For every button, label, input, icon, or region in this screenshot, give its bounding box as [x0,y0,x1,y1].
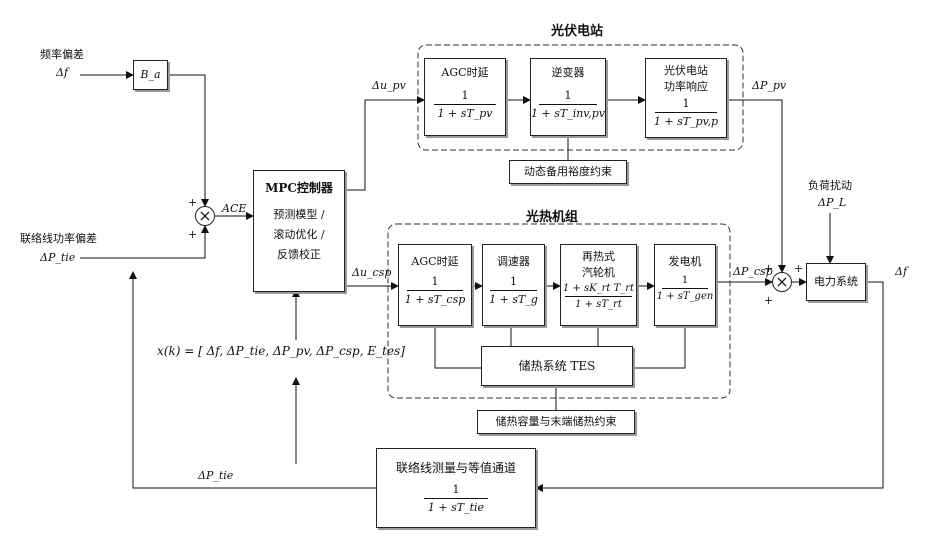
csp-unit-title: 光热机组 [526,206,578,225]
pv-block-response-num: 1 [646,97,726,110]
tie-feedback-label: ΔP_tie [198,470,233,482]
load-symbol: ΔP_L [818,197,846,209]
power-system-block: 电力系统 [806,263,866,301]
csp-block-agc-num: 1 [399,275,471,288]
csp-block-generator-title: 发电机 [655,245,715,269]
pv-block-response-title: 光伏电站 功率响应 [646,59,726,94]
tie-channel-block: 联络线测量与等值通道 1 1 + sT_tie [376,448,536,528]
csp-block-generator-den: 1 + sT_gen [655,291,715,302]
sign-plus-top: + [188,196,197,209]
csp-block-agc-den: 1 + sT_csp [399,293,471,306]
csp-constraint: 储热容量与末端储热约束 [477,410,635,434]
pv-block-inverter: 逆变器 1 1 + sT_inv,pv [530,58,606,136]
mpc-out-csp: Δu_csp [352,267,391,279]
pv-station-title: 光伏电站 [551,20,603,39]
mpc-out-pv: Δu_pv [372,80,406,92]
csp-constraint-label: 储热容量与末端储热约束 [496,415,617,428]
csp-block-turbine-den: 1 + sT_rt [561,299,636,310]
csp-block-turbine-num: 1 + sK_rt T_rt [561,283,636,294]
pv-block-inverter-num: 1 [531,89,605,102]
tie-dev-symbol: ΔP_tie [40,252,75,264]
state-vector: x(k) = [ Δf, ΔP_tie, ΔP_pv, ΔP_csp, E_te… [157,345,405,358]
pv-output: ΔP_pv [752,80,786,92]
csp-block-generator-num: 1 [655,275,715,286]
load-label: 负荷扰动 [808,180,852,192]
sign-plus-csp: + [764,294,773,307]
sign-plus-pv: + [764,262,773,275]
ace-label: ACE [222,203,246,215]
mpc-line3: 反馈校正 [254,242,344,262]
tes-label: 储热系统 TES [519,359,596,373]
pv-block-response: 光伏电站 功率响应 1 1 + sT_pv,p [645,58,727,138]
pv-block-response-den: 1 + sT_pv,p [646,115,726,128]
csp-block-generator: 发电机 1 1 + sT_gen [654,244,716,326]
mpc-line1: 预测模型 / [254,196,344,222]
power-system-output: Δf [895,266,907,278]
sign-plus-bottom: + [188,228,197,241]
power-system-label: 电力系统 [814,275,858,288]
tie-dev-label: 联络线功率偏差 [20,233,97,245]
pv-block-agc-num: 1 [425,89,505,102]
csp-block-governor-den: 1 + sT_g [483,293,544,306]
pv-block-inverter-den: 1 + sT_inv,pv [531,107,605,120]
bias-block-label: B_a [140,68,160,81]
tie-channel-title: 联络线测量与等值通道 [377,449,535,476]
csp-block-governor-title: 调速器 [483,245,544,269]
csp-block-agc: AGC时延 1 1 + sT_csp [398,244,472,326]
summing-junction-ace: × [195,206,215,226]
freq-dev-symbol: Δf [56,67,68,79]
tie-channel-den: 1 + sT_tie [377,501,535,514]
pv-block-agc-title: AGC时延 [425,59,505,80]
pv-constraint: 动态备用裕度约束 [509,160,627,184]
tie-channel-num: 1 [377,483,535,496]
csp-block-agc-title: AGC时延 [399,245,471,269]
bias-block: B_a [133,60,168,90]
freq-dev-label: 频率偏差 [40,49,84,61]
pv-block-agc: AGC时延 1 1 + sT_pv [424,58,506,136]
csp-block-governor-num: 1 [483,275,544,288]
pv-block-agc-den: 1 + sT_pv [425,107,505,120]
pv-block-inverter-title: 逆变器 [531,59,605,80]
mpc-controller: MPC控制器 预测模型 / 滚动优化 / 反馈校正 [253,170,345,292]
csp-block-governor: 调速器 1 1 + sT_g [482,244,545,326]
csp-block-turbine-title: 再热式 汽轮机 [561,245,636,280]
mpc-title: MPC控制器 [254,171,344,196]
mpc-line2: 滚动优化 / [254,222,344,242]
csp-block-turbine: 再热式 汽轮机 1 + sK_rt T_rt 1 + sT_rt [560,244,637,326]
summing-junction-power: × [772,272,792,292]
pv-constraint-label: 动态备用裕度约束 [524,165,612,178]
sign-plus-load: + [794,262,803,275]
tes-block: 储热系统 TES [481,346,633,386]
